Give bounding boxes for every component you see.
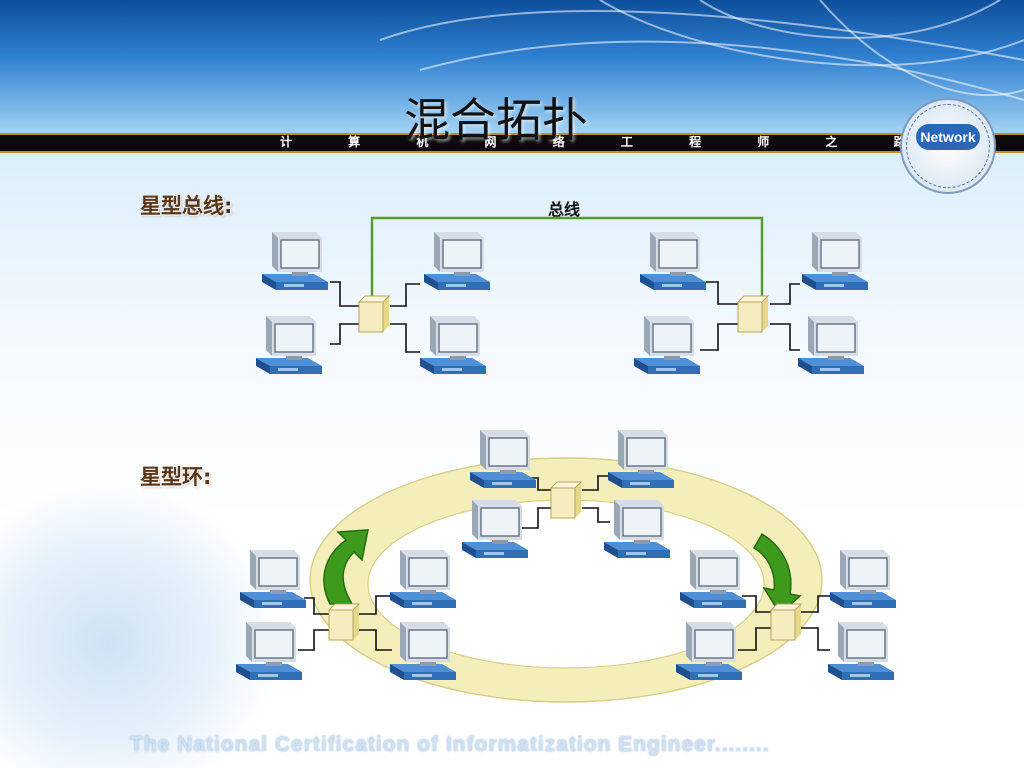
computer-icon bbox=[829, 549, 897, 609]
left-rotation-arrow-icon bbox=[323, 529, 369, 605]
computer-icon bbox=[239, 549, 307, 609]
computer-icon bbox=[419, 315, 487, 375]
logo-text: Network bbox=[916, 124, 980, 150]
bus-line-label: 总线 bbox=[548, 200, 581, 219]
computer-icon bbox=[607, 429, 675, 489]
computer-icon bbox=[235, 621, 303, 681]
left-star-cables bbox=[330, 281, 420, 353]
star-ring-label: 星型环: bbox=[140, 465, 212, 489]
computer-icon bbox=[797, 315, 865, 375]
computer-icon bbox=[261, 231, 329, 291]
computer-icon bbox=[827, 621, 895, 681]
hub-icon bbox=[328, 603, 360, 641]
computer-icon bbox=[633, 315, 701, 375]
header-swirls bbox=[379, 0, 1024, 101]
star-bus-label: 星型总线: bbox=[140, 194, 233, 218]
right-star-cables bbox=[700, 281, 800, 351]
computer-icon bbox=[255, 315, 323, 375]
decorative-keyboard-image bbox=[0, 490, 270, 768]
footer-watermark: The National Certification of Informatiz… bbox=[130, 733, 770, 756]
page-title: 混合拓扑 bbox=[404, 93, 588, 147]
computer-icon bbox=[469, 429, 537, 489]
logo-ring bbox=[906, 104, 990, 188]
ring-right-star-cables bbox=[738, 595, 830, 651]
hub-icon bbox=[770, 603, 802, 641]
network-certification-logo: Network bbox=[900, 98, 996, 194]
computer-icon bbox=[639, 231, 707, 291]
banner-bar bbox=[0, 133, 1024, 153]
bus-line bbox=[370, 216, 764, 300]
hub-icon bbox=[737, 295, 769, 333]
computer-icon bbox=[801, 231, 869, 291]
ring-left-star-cables bbox=[298, 595, 392, 651]
computer-icon bbox=[423, 231, 491, 291]
top-star-cables bbox=[520, 475, 610, 529]
hub-icon bbox=[550, 481, 582, 519]
hub-icon bbox=[358, 295, 390, 333]
